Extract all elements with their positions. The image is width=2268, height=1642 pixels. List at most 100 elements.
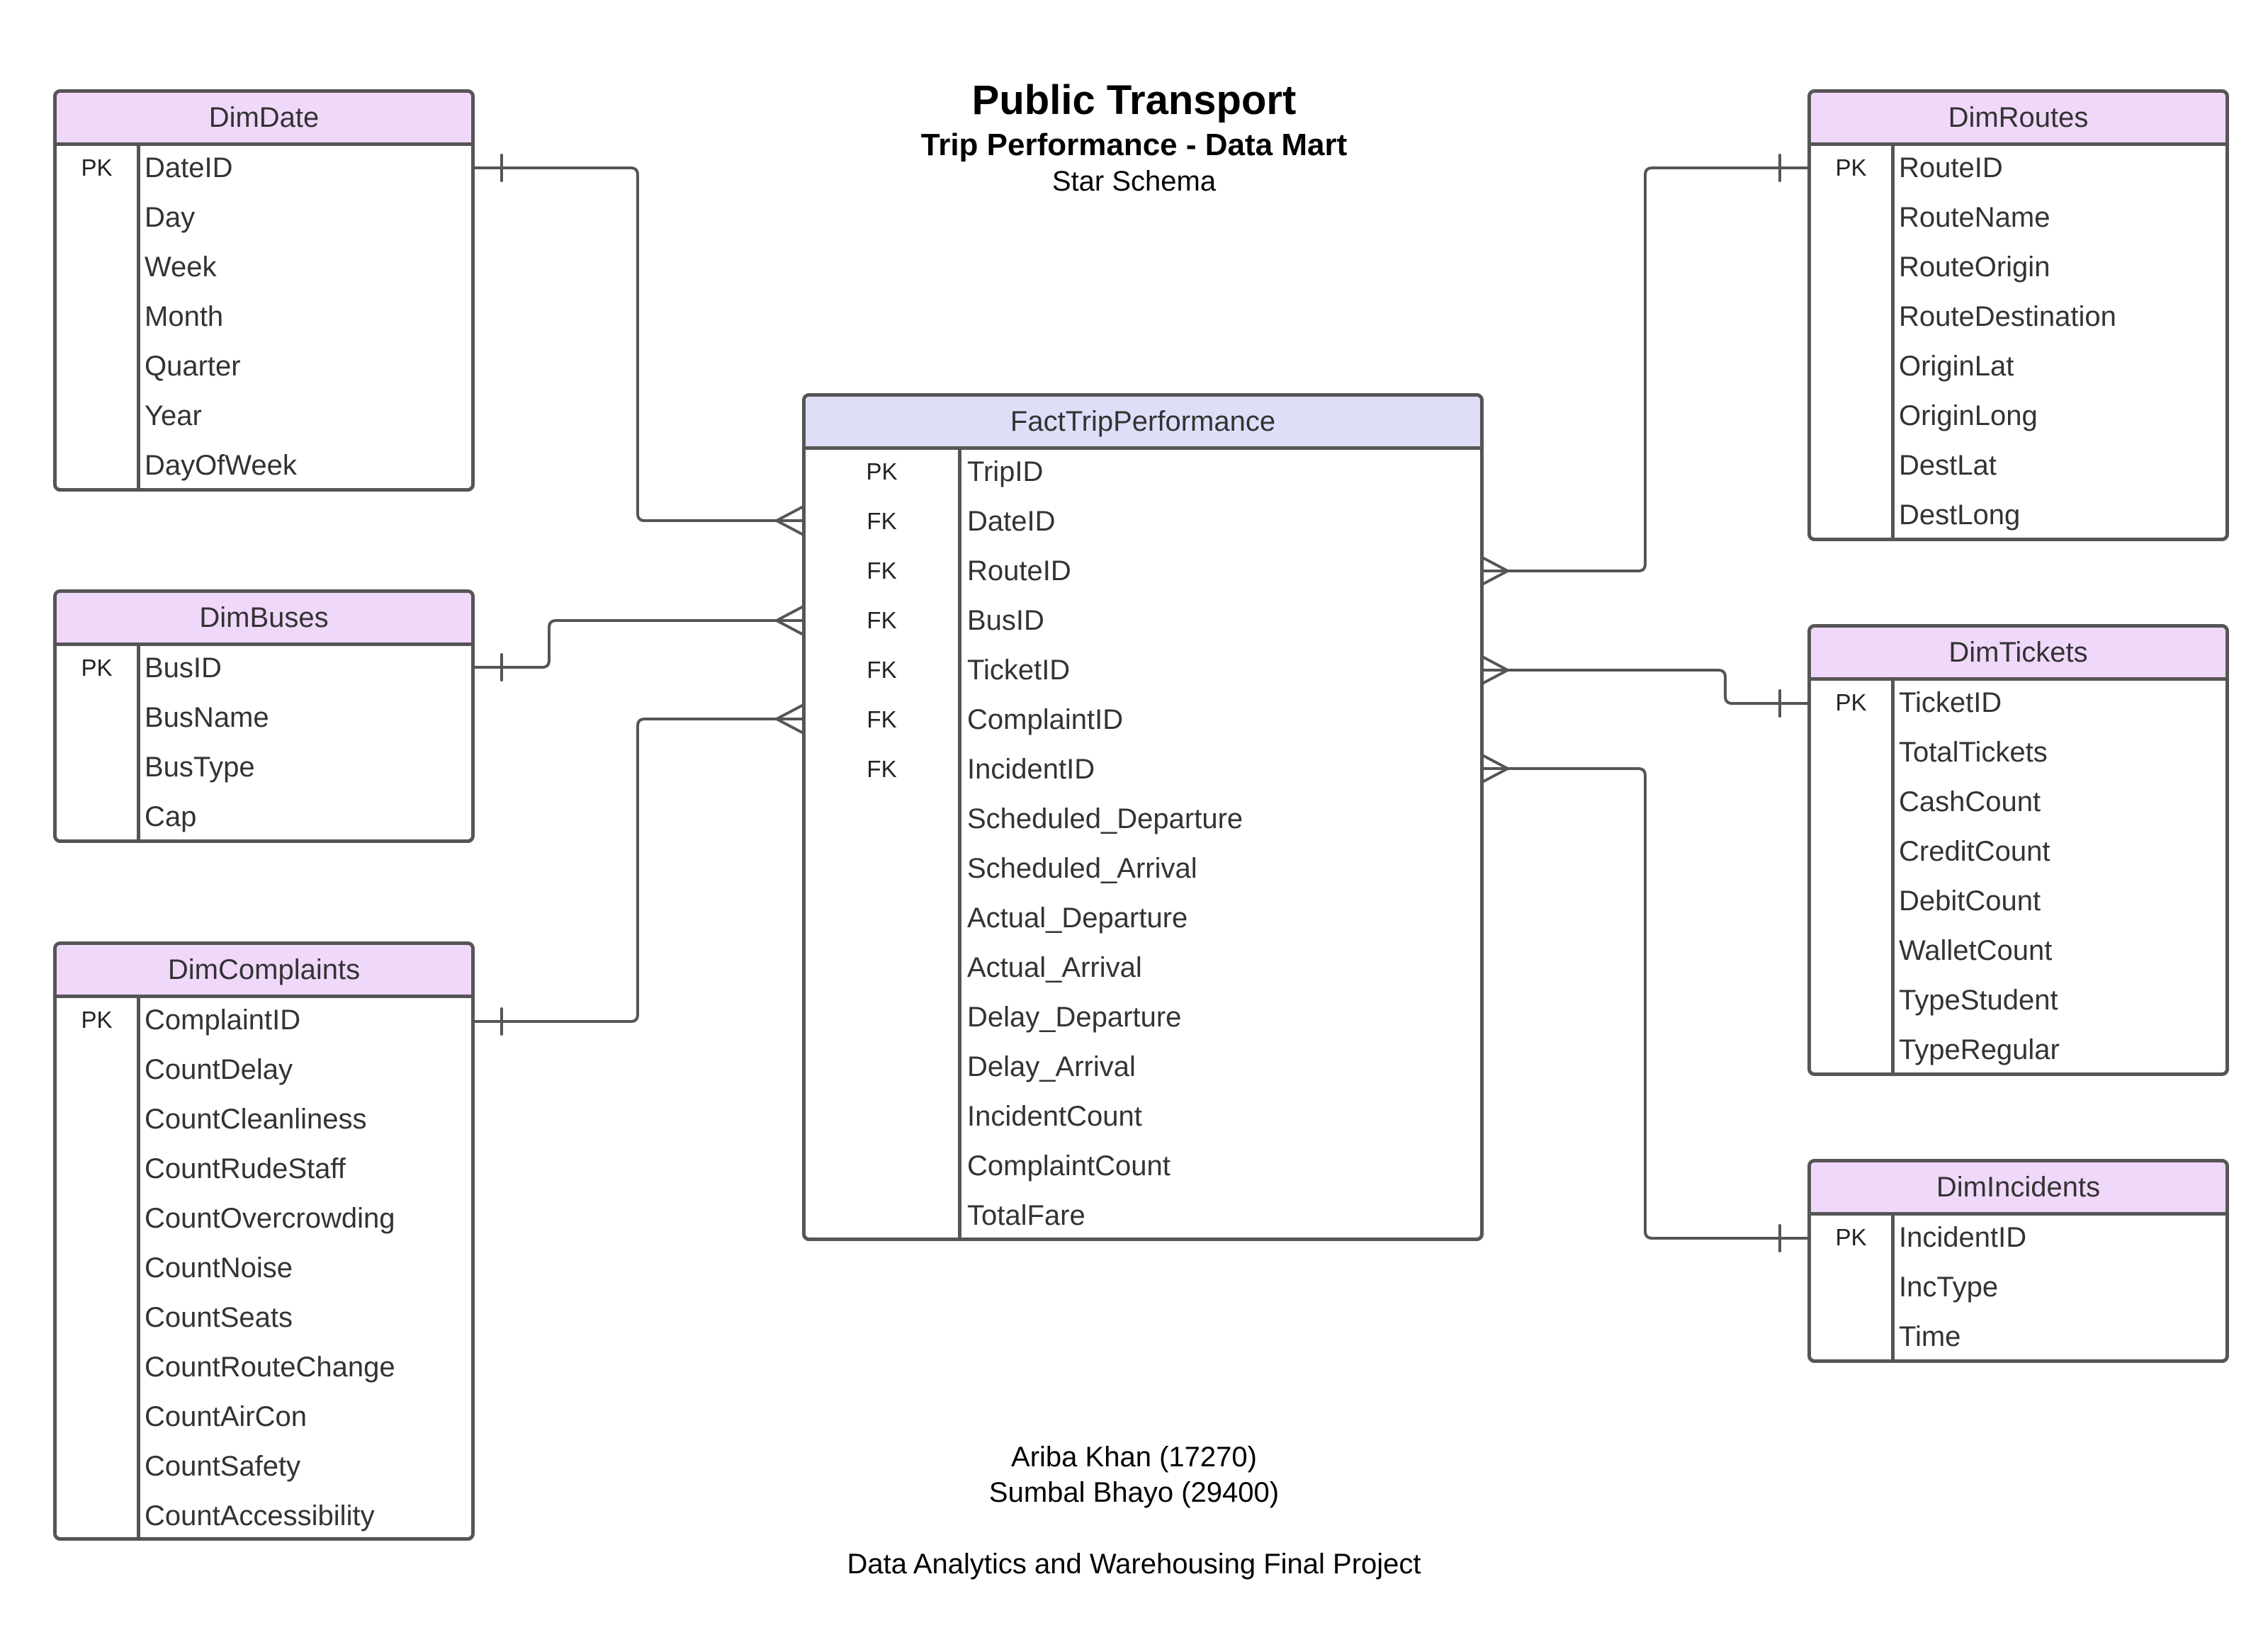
field-name: TotalFare bbox=[967, 1200, 1085, 1231]
field-name: BusName bbox=[145, 702, 269, 733]
entity-name: DimBuses bbox=[57, 593, 471, 646]
field-row[interactable]: DestLat bbox=[1811, 443, 2225, 493]
entity-name: DimDate bbox=[57, 93, 471, 146]
field-row[interactable]: CountRudeStaff bbox=[57, 1147, 471, 1196]
field-name: Scheduled_Departure bbox=[967, 803, 1243, 834]
field-row[interactable]: IncType bbox=[1811, 1265, 2225, 1315]
field-row[interactable]: Delay_Arrival bbox=[806, 1045, 1480, 1094]
field-row[interactable]: OriginLong bbox=[1811, 394, 2225, 443]
field-row[interactable]: CountOvercrowding bbox=[57, 1196, 471, 1246]
field-name: IncidentCount bbox=[967, 1101, 1142, 1132]
author-1: Ariba Khan (17270) bbox=[1011, 1442, 1257, 1473]
field-row[interactable]: DestLong bbox=[1811, 493, 2225, 538]
key-badge: PK bbox=[1835, 689, 1867, 715]
entity-name: DimRoutes bbox=[1811, 93, 2225, 146]
field-row[interactable]: CountAirCon bbox=[57, 1395, 471, 1444]
key-badge: PK bbox=[866, 458, 898, 485]
field-row[interactable]: TotalFare bbox=[806, 1194, 1480, 1238]
field-row[interactable]: FK TicketID bbox=[806, 648, 1480, 698]
field-name: TicketID bbox=[1899, 687, 2002, 718]
field-row[interactable]: Quarter bbox=[57, 344, 471, 394]
field-row[interactable]: CountCleanliness bbox=[57, 1097, 471, 1147]
field-name: ComplaintID bbox=[967, 704, 1124, 735]
field-row[interactable]: CountSeats bbox=[57, 1296, 471, 1345]
field-row[interactable]: DebitCount bbox=[1811, 879, 2225, 929]
field-name: TicketID bbox=[967, 655, 1071, 686]
field-row[interactable]: Delay_Departure bbox=[806, 995, 1480, 1045]
field-row[interactable]: CountDelay bbox=[57, 1048, 471, 1097]
field-row[interactable]: Day bbox=[57, 196, 471, 245]
field-name: CountDelay bbox=[145, 1054, 293, 1085]
field-name: BusID bbox=[967, 605, 1044, 636]
field-row[interactable]: TypeRegular bbox=[1811, 1028, 2225, 1072]
field-row[interactable]: CountAccessibility bbox=[57, 1494, 471, 1537]
diagram-subtitle: Trip Performance - Data Mart bbox=[920, 128, 1348, 162]
key-column-divider bbox=[57, 998, 140, 1537]
field-name: DayOfWeek bbox=[145, 450, 297, 481]
field-name: CountCleanliness bbox=[145, 1104, 367, 1135]
field-row[interactable]: Actual_Departure bbox=[806, 896, 1480, 946]
field-row[interactable]: TotalTickets bbox=[1811, 730, 2225, 780]
field-row[interactable]: BusName bbox=[57, 696, 471, 745]
field-row[interactable]: BusType bbox=[57, 745, 471, 795]
field-row[interactable]: CountNoise bbox=[57, 1246, 471, 1296]
field-row[interactable]: WalletCount bbox=[1811, 929, 2225, 978]
field-name: CountSeats bbox=[145, 1302, 293, 1333]
field-row[interactable]: Scheduled_Arrival bbox=[806, 847, 1480, 896]
field-row[interactable]: PK TripID bbox=[806, 450, 1480, 499]
field-row[interactable]: TypeStudent bbox=[1811, 978, 2225, 1028]
connector-fact-dimroutes bbox=[1481, 154, 1810, 586]
key-badge: FK bbox=[867, 508, 897, 534]
field-row[interactable]: RouteOrigin bbox=[1811, 245, 2225, 295]
field-row[interactable]: Scheduled_Departure bbox=[806, 797, 1480, 847]
key-badge: FK bbox=[867, 607, 897, 633]
field-name: WalletCount bbox=[1899, 935, 2053, 966]
field-row[interactable]: Year bbox=[57, 394, 471, 443]
field-row[interactable]: OriginLat bbox=[1811, 344, 2225, 394]
field-row[interactable]: CountSafety bbox=[57, 1444, 471, 1494]
field-name: TripID bbox=[967, 456, 1044, 487]
field-row[interactable]: RouteDestination bbox=[1811, 295, 2225, 344]
field-row[interactable]: Week bbox=[57, 245, 471, 295]
field-row[interactable]: RouteName bbox=[1811, 196, 2225, 245]
field-row[interactable]: Month bbox=[57, 295, 471, 344]
field-row[interactable]: Cap bbox=[57, 795, 471, 839]
field-row[interactable]: FK BusID bbox=[806, 599, 1480, 648]
field-row[interactable]: IncidentCount bbox=[806, 1094, 1480, 1144]
field-name: IncType bbox=[1899, 1272, 1999, 1303]
field-name: RouteOrigin bbox=[1899, 251, 2050, 283]
field-row[interactable]: DayOfWeek bbox=[57, 443, 471, 488]
field-row[interactable]: ComplaintCount bbox=[806, 1144, 1480, 1194]
key-column-divider bbox=[1811, 146, 1895, 538]
field-row[interactable]: CreditCount bbox=[1811, 830, 2225, 879]
key-column-divider bbox=[1811, 1216, 1895, 1359]
key-badge: FK bbox=[867, 657, 897, 683]
field-name: DateID bbox=[145, 152, 233, 183]
field-row[interactable]: Time bbox=[1811, 1315, 2225, 1359]
key-column-divider bbox=[57, 646, 140, 839]
entity-name: FactTripPerformance bbox=[806, 397, 1480, 450]
field-row[interactable]: CashCount bbox=[1811, 780, 2225, 830]
field-row[interactable]: Actual_Arrival bbox=[806, 946, 1480, 995]
field-row[interactable]: CountRouteChange bbox=[57, 1345, 471, 1395]
field-row[interactable]: PK TicketID bbox=[1811, 681, 2225, 730]
